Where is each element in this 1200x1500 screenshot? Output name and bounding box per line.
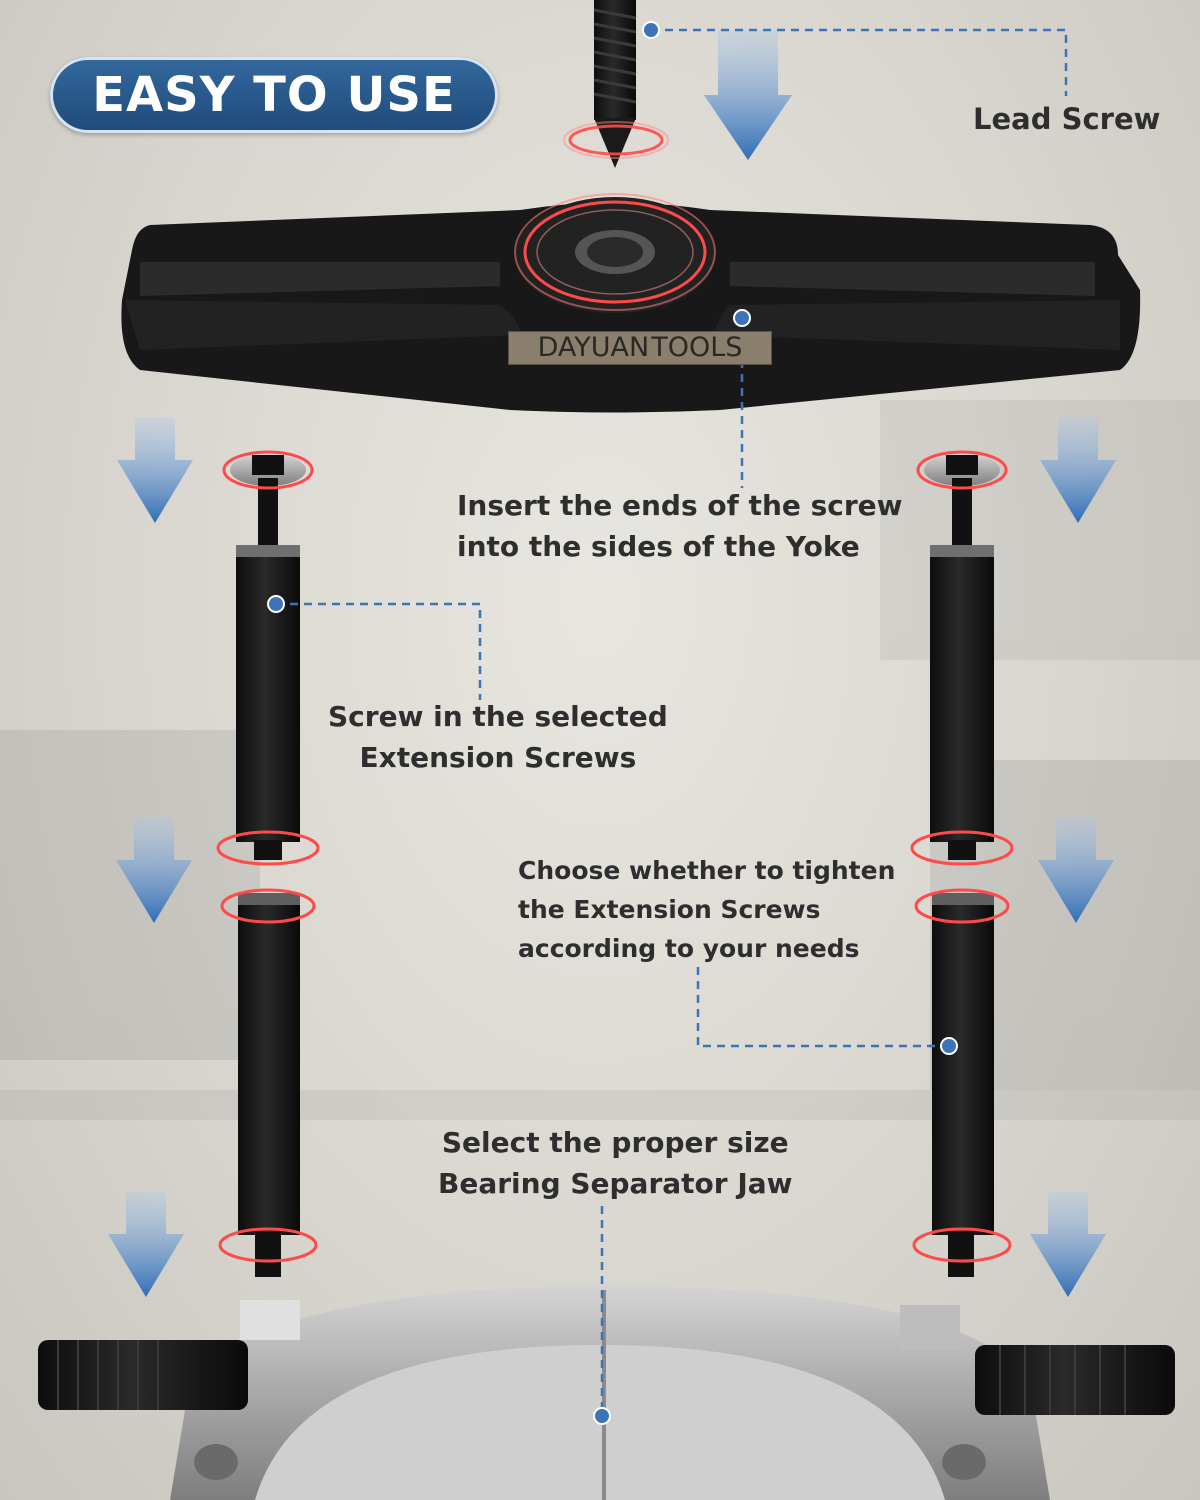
right-screw-stack: [924, 454, 1000, 1277]
easy-to-use-badge: EASY TO USE: [50, 57, 498, 133]
brand-logo: DAYUANTOOLS: [508, 331, 772, 365]
lead-screw-label: Lead Screw: [973, 102, 1161, 136]
yoke: [121, 197, 1141, 413]
screw-label: Screw in the selected Extension Screws: [328, 697, 668, 778]
left-screw-stack: [230, 454, 306, 1277]
insert-line-2: into the sides of the Yoke: [457, 529, 860, 563]
select-line-2: Bearing Separator Jaw: [438, 1166, 793, 1200]
callout-dot-icon: [267, 21, 958, 1425]
lead-screw: [593, 0, 637, 168]
choose-line-2: the Extension Screws: [518, 894, 821, 924]
brand-part2: TOOLS: [651, 332, 743, 363]
brand-part1: DAYUAN: [537, 332, 650, 363]
insert-label: Insert the ends of the screw into the si…: [457, 486, 903, 567]
insert-line-1: Insert the ends of the screw: [457, 489, 903, 522]
screw-line-1: Screw in the selected: [328, 700, 668, 733]
choose-line-3: according to your needs: [518, 933, 860, 963]
select-line-1: Select the proper size: [441, 1126, 789, 1159]
highlight-ring-icon: [523, 200, 707, 304]
choose-line-1: Choose whether to tighten: [518, 856, 896, 885]
bearing-separator: [38, 1285, 1175, 1500]
highlight-ring-icon: [568, 124, 664, 156]
choose-label: Choose whether to tighten the Extension …: [518, 852, 895, 968]
down-arrow-icon: [108, 30, 1116, 1297]
select-label: Select the proper size Bearing Separator…: [438, 1123, 793, 1204]
screw-line-2: Extension Screws: [359, 740, 637, 774]
